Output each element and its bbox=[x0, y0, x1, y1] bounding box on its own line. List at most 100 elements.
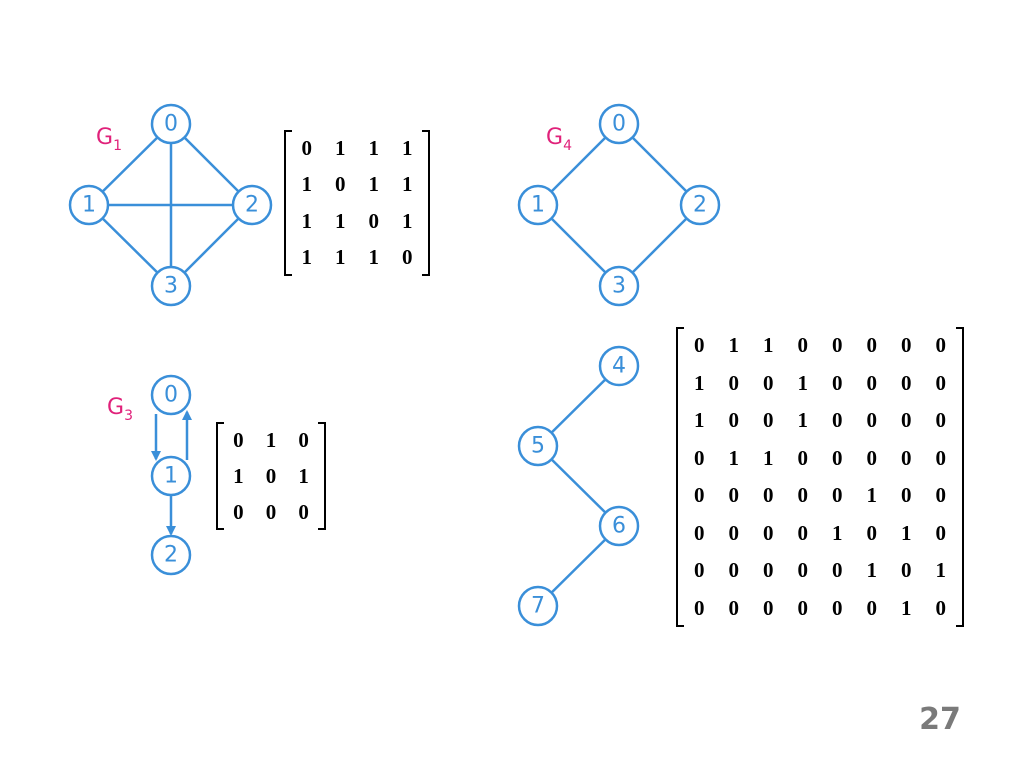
vertex-g1-0: 0 bbox=[150, 103, 192, 145]
matrix-cell: 1 bbox=[265, 427, 277, 452]
graph-label-g3: G3 bbox=[107, 395, 133, 424]
matrix-cell: 1 bbox=[301, 172, 313, 197]
matrix-cell: 1 bbox=[728, 333, 740, 358]
matrix-cell: 0 bbox=[866, 520, 878, 545]
page-number: 27 bbox=[919, 702, 961, 737]
matrix-cell: 0 bbox=[935, 408, 947, 433]
graph-label-g4: G4 bbox=[546, 125, 572, 154]
svg-text:3: 3 bbox=[612, 274, 626, 299]
vertex-g3-2: 2 bbox=[150, 534, 192, 576]
matrix-cell: 0 bbox=[935, 370, 947, 395]
matrix-cell: 0 bbox=[866, 370, 878, 395]
matrix-cell: 1 bbox=[368, 172, 380, 197]
matrix-cell: 1 bbox=[368, 135, 380, 160]
vertex-6: 6 bbox=[598, 505, 640, 547]
matrix-cell: 0 bbox=[763, 370, 774, 395]
matrix-cell: 1 bbox=[233, 463, 244, 488]
matrix-cell: 0 bbox=[298, 427, 309, 452]
matrix-cell: 0 bbox=[935, 483, 947, 508]
matrix-cell: 0 bbox=[866, 595, 878, 620]
matrix-cell: 0 bbox=[832, 333, 843, 358]
matrix-cell: 0 bbox=[763, 595, 774, 620]
matrix-cell: 0 bbox=[368, 208, 380, 233]
matrix-cell: 0 bbox=[832, 408, 843, 433]
matrix-cell: 1 bbox=[763, 333, 774, 358]
matrix-cell: 0 bbox=[935, 595, 947, 620]
arcs-g3 bbox=[151, 410, 192, 536]
matrix-cell: 0 bbox=[694, 595, 705, 620]
matrix-cell: 0 bbox=[298, 499, 309, 524]
matrix-cell: 1 bbox=[832, 520, 843, 545]
matrix-cell: 0 bbox=[233, 499, 244, 524]
matrix-cell: 0 bbox=[866, 408, 878, 433]
matrix-cell: 0 bbox=[694, 333, 705, 358]
matrix-cell: 0 bbox=[233, 427, 244, 452]
vertex-g1-2: 2 bbox=[231, 184, 273, 226]
matrix-cell: 1 bbox=[797, 370, 809, 395]
vertex-4: 4 bbox=[598, 345, 640, 387]
vertex-g1-3: 3 bbox=[150, 265, 192, 307]
matrix-cell: 1 bbox=[935, 558, 947, 583]
graph-g3: G3 0 1 2 bbox=[107, 374, 192, 576]
matrix-cell: 0 bbox=[728, 520, 740, 545]
graph-g1: G1 0 1 2 3 bbox=[68, 103, 273, 307]
matrix-cell: 0 bbox=[935, 445, 947, 470]
svg-text:5: 5 bbox=[531, 434, 545, 459]
matrix-cell: 0 bbox=[728, 483, 740, 508]
matrix-cell: 1 bbox=[335, 135, 346, 160]
svg-text:4: 4 bbox=[612, 354, 626, 379]
matrix-cell: 0 bbox=[728, 370, 740, 395]
matrix-cell: 1 bbox=[763, 445, 774, 470]
matrix-cell: 0 bbox=[763, 408, 774, 433]
svg-text:7: 7 bbox=[531, 594, 545, 619]
matrix-cell: 0 bbox=[797, 558, 809, 583]
svg-text:2: 2 bbox=[693, 193, 707, 218]
svg-text:0: 0 bbox=[612, 112, 626, 137]
matrix-cell: 0 bbox=[265, 499, 277, 524]
graph-g4: G4 0 1 2 3 bbox=[517, 103, 721, 307]
matrix-cell: 0 bbox=[832, 595, 843, 620]
svg-text:2: 2 bbox=[164, 543, 178, 568]
vertex-g4-0: 0 bbox=[598, 103, 640, 145]
matrix-cell: 0 bbox=[935, 333, 947, 358]
matrix-cell: 0 bbox=[728, 558, 740, 583]
matrix-cell: 0 bbox=[832, 558, 843, 583]
graph-label-g1: G1 bbox=[96, 125, 122, 154]
matrix-cell: 1 bbox=[335, 208, 346, 233]
matrix-cell: 0 bbox=[694, 445, 705, 470]
vertex-5: 5 bbox=[517, 425, 559, 467]
matrix-cell: 1 bbox=[728, 445, 740, 470]
graph-g4-extra: 4 5 6 7 bbox=[517, 345, 640, 627]
vertex-g4-3: 3 bbox=[598, 265, 640, 307]
matrix-cell: 1 bbox=[301, 245, 313, 270]
matrix-cell: 0 bbox=[335, 172, 346, 197]
matrix-cell: 0 bbox=[866, 445, 878, 470]
matrix-cell: 0 bbox=[763, 483, 774, 508]
matrix-cell: 0 bbox=[901, 333, 912, 358]
matrix-cell: 1 bbox=[298, 463, 309, 488]
matrix-cell: 0 bbox=[901, 558, 912, 583]
svg-text:6: 6 bbox=[612, 514, 626, 539]
matrix-cell: 1 bbox=[402, 172, 413, 197]
matrix-cell: 0 bbox=[694, 520, 705, 545]
matrix-cell: 1 bbox=[901, 595, 912, 620]
matrix-cell: 0 bbox=[265, 463, 277, 488]
matrix-cell: 0 bbox=[797, 595, 809, 620]
edges-g4-extra bbox=[537, 365, 620, 607]
matrix-cell: 1 bbox=[901, 520, 912, 545]
vertex-g3-0: 0 bbox=[150, 374, 192, 416]
matrix-cell: 0 bbox=[832, 445, 843, 470]
svg-text:2: 2 bbox=[245, 193, 259, 218]
matrix-cell: 0 bbox=[728, 595, 740, 620]
svg-text:1: 1 bbox=[164, 464, 178, 489]
matrix-cell: 1 bbox=[368, 245, 380, 270]
matrix-cell: 0 bbox=[763, 558, 774, 583]
svg-text:0: 0 bbox=[164, 383, 178, 408]
svg-text:1: 1 bbox=[82, 193, 96, 218]
vertex-g3-1: 1 bbox=[150, 455, 192, 497]
svg-text:0: 0 bbox=[164, 112, 178, 137]
